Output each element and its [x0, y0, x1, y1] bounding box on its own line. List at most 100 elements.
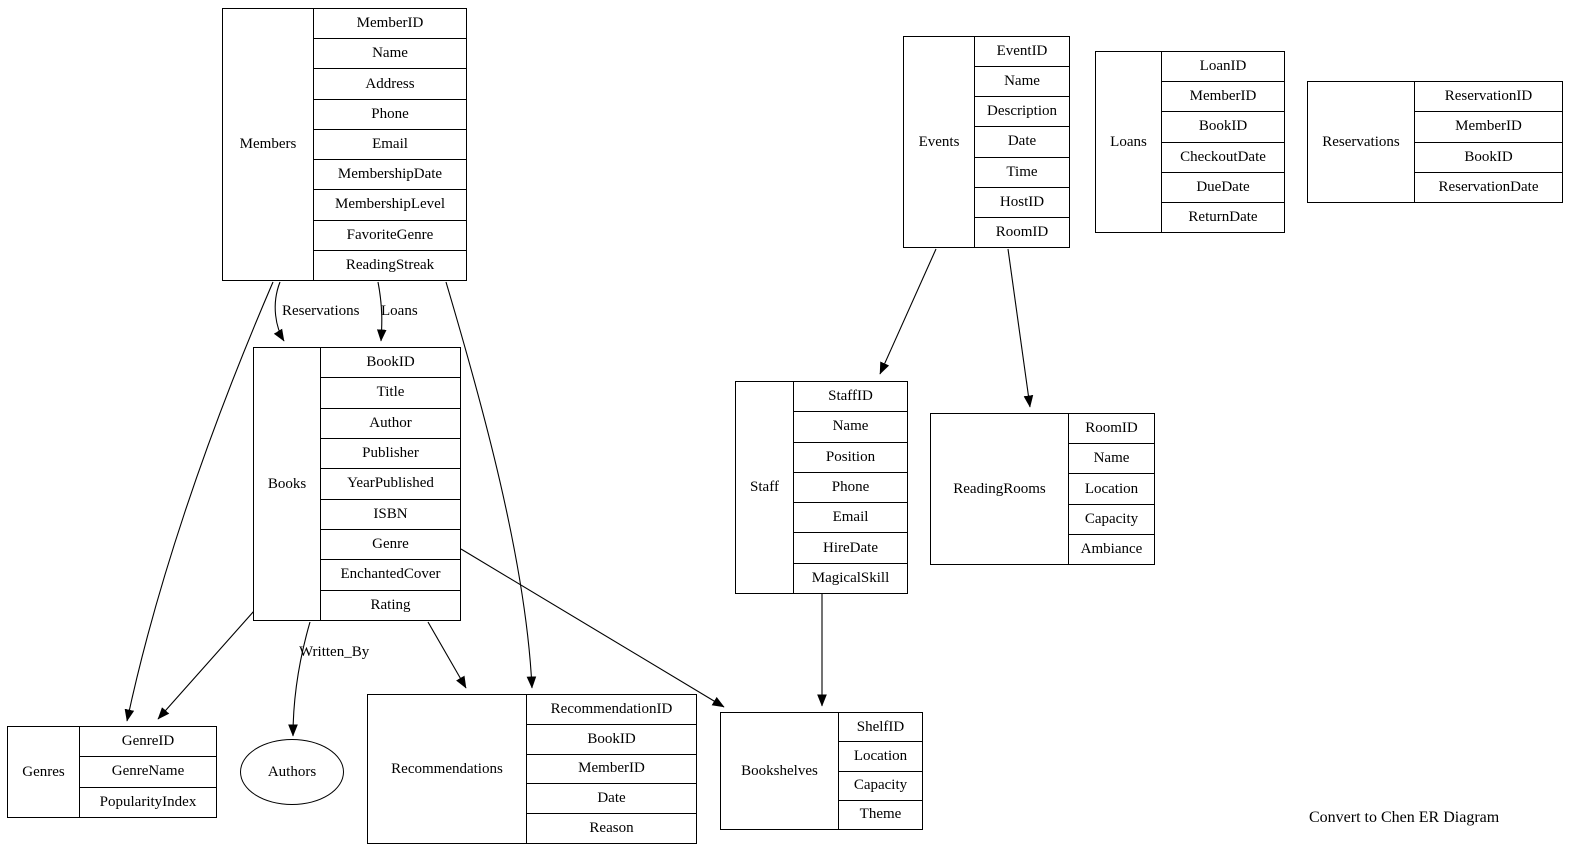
attribute-cell: Position: [794, 441, 907, 472]
attribute-cell: Email: [314, 128, 466, 159]
attribute-cell: MembershipLevel: [314, 189, 466, 219]
edge-label-reservations: Reservations: [282, 303, 360, 319]
attribute-cell: Address: [314, 68, 466, 98]
attribute-cell: EnchantedCover: [321, 559, 460, 589]
entity-title: Members: [223, 9, 314, 280]
attribute-cell: MemberID: [1415, 111, 1562, 141]
attribute-cell: LoanID: [1199, 58, 1247, 75]
attribute-cell: Capacity: [839, 770, 922, 800]
edge-members-genres: [124, 281, 274, 722]
attribute-cell: RecommendationID: [550, 700, 673, 717]
attribute-cell: ReadingStreak: [314, 249, 466, 280]
edge-label-loans: Loans: [381, 303, 418, 319]
attribute-cell: EventID: [996, 43, 1048, 60]
attribute-cell: Time: [975, 156, 1069, 187]
attribute-cell: MagicalSkill: [794, 562, 907, 593]
attribute-cell: BookID: [1415, 141, 1562, 172]
edge-books-authors-written-by: [288, 621, 311, 737]
attribute-cell: ReservationDate: [1415, 171, 1562, 202]
attribute-cell: Description: [975, 96, 1069, 126]
attribute-cell: ShelfID: [856, 718, 905, 735]
attribute-cell: StaffID: [828, 388, 873, 405]
attribute-cell: Title: [321, 377, 460, 407]
attribute-cell: ReservationID: [1444, 88, 1533, 105]
edge-books-bookshelves: [460, 548, 725, 708]
attribute-cell: Date: [975, 126, 1069, 156]
attribute-cell: Name: [794, 411, 907, 441]
entity-title: Bookshelves: [721, 713, 839, 829]
edge-books-recommendations: [427, 621, 467, 689]
attribute-cell: MemberID: [356, 15, 424, 32]
entity-title: Reservations: [1308, 82, 1415, 202]
attribute-cell: Phone: [794, 471, 907, 502]
attribute-cell: Email: [794, 502, 907, 532]
attribute-cell: MembershipDate: [314, 159, 466, 189]
attribute-cell: Publisher: [321, 437, 460, 468]
attribute-cell: DueDate: [1162, 171, 1284, 202]
edge-label-written-by: Written_By: [299, 644, 370, 660]
attribute-cell: Author: [321, 407, 460, 438]
attribute-cell: Ambiance: [1069, 533, 1154, 564]
attribute-cell: MemberID: [1162, 81, 1284, 111]
entity-title: Books: [254, 348, 321, 620]
attribute-cell: Phone: [314, 98, 466, 129]
attribute-cell: BookID: [1162, 111, 1284, 141]
attribute-cell: Capacity: [1069, 503, 1154, 534]
attribute-cell: Name: [1069, 443, 1154, 473]
attribute-cell: PopularityIndex: [80, 786, 216, 817]
attribute-cell: RoomID: [1085, 420, 1138, 437]
entity-title: Genres: [8, 727, 80, 817]
attribute-cell: HostID: [975, 186, 1069, 217]
edge-books-genres: [157, 610, 255, 720]
attribute-cell: Location: [839, 741, 922, 770]
attribute-cell: RoomID: [975, 216, 1069, 247]
attribute-cell: BookID: [366, 354, 415, 371]
attribute-cell: Location: [1069, 473, 1154, 503]
attribute-cell: Reason: [527, 813, 696, 843]
edge-events-readingrooms: [1007, 248, 1034, 408]
entity-title: Recommendations: [368, 695, 527, 843]
entity-title: Staff: [736, 382, 794, 593]
attribute-cell: ReturnDate: [1162, 201, 1284, 232]
attribute-cell: GenreName: [80, 756, 216, 786]
attribute-cell: FavoriteGenre: [314, 219, 466, 250]
attribute-cell: ISBN: [321, 498, 460, 529]
attribute-cell: Name: [314, 38, 466, 68]
attribute-cell: MemberID: [527, 753, 696, 784]
attribute-cell: Rating: [321, 589, 460, 620]
entity-title: ReadingRooms: [931, 414, 1069, 564]
entity-authors: Authors: [240, 739, 344, 805]
attribute-cell: BookID: [527, 723, 696, 754]
attribute-cell: Date: [527, 783, 696, 813]
attribute-cell: HireDate: [794, 532, 907, 562]
attribute-cell: Name: [975, 66, 1069, 96]
entity-title: Loans: [1096, 52, 1162, 232]
attribute-cell: GenreID: [121, 733, 175, 750]
attribute-cell: CheckoutDate: [1162, 141, 1284, 172]
attribute-cell: YearPublished: [321, 468, 460, 498]
entity-title: Events: [904, 37, 975, 247]
diagram-caption: Convert to Chen ER Diagram: [1309, 809, 1500, 826]
edge-events-staff: [879, 248, 937, 375]
